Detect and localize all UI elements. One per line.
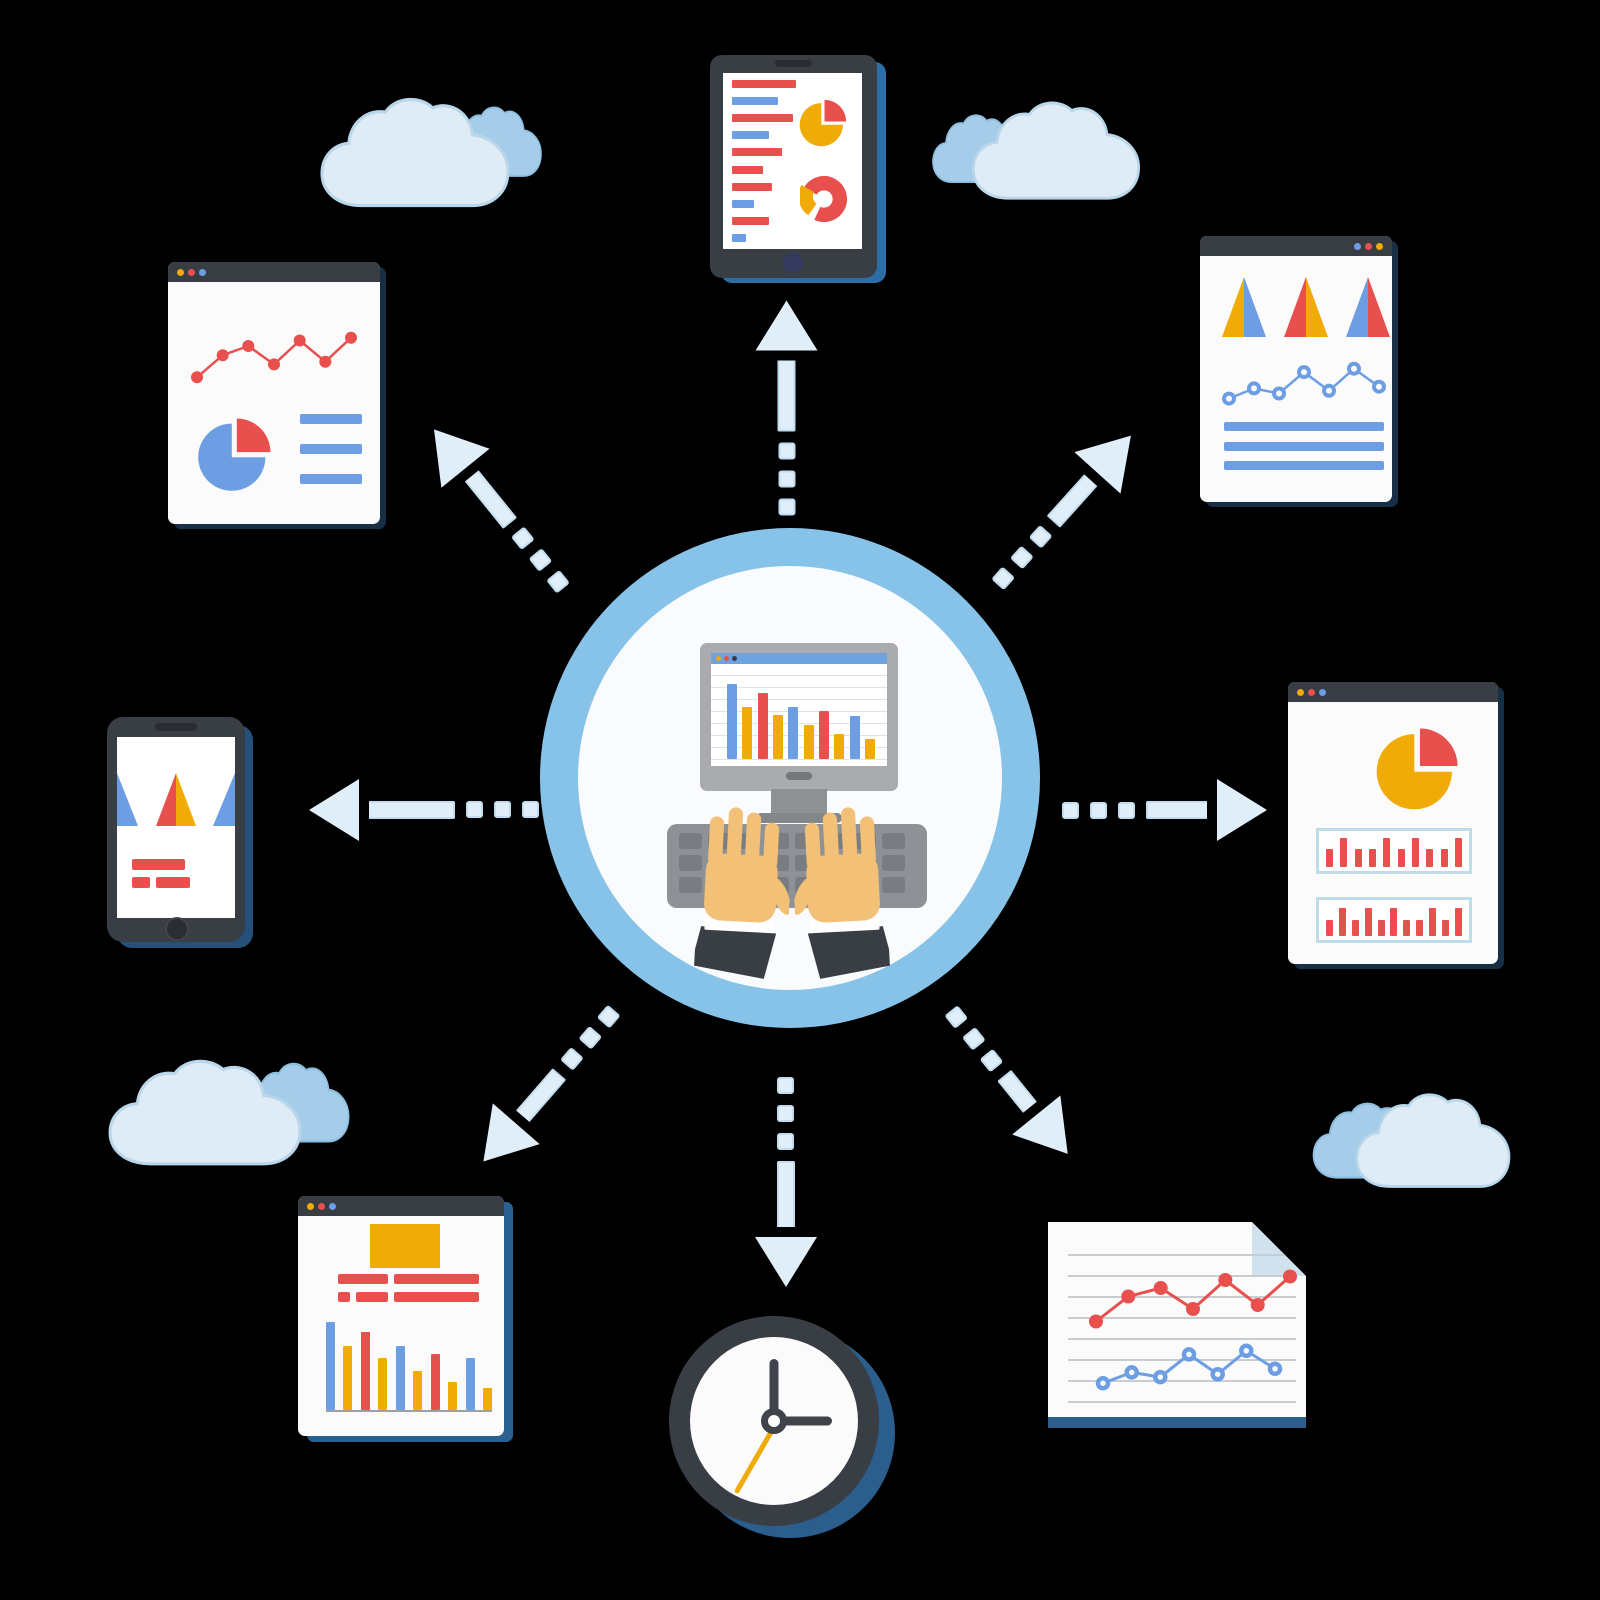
red-window-dot bbox=[318, 1202, 325, 1210]
tablet-pie-chart bbox=[797, 95, 851, 149]
monitor-chin-button bbox=[786, 772, 812, 780]
text-rows bbox=[338, 1274, 488, 1310]
tablet-home-button bbox=[783, 253, 803, 273]
tablet-hbar-chart bbox=[732, 80, 796, 242]
window-top-left bbox=[168, 262, 380, 524]
window-right bbox=[1288, 682, 1498, 964]
window-titlebar bbox=[298, 1196, 504, 1216]
tablet-device bbox=[710, 55, 877, 278]
image-placeholder bbox=[370, 1224, 440, 1268]
yellow-window-dot bbox=[1376, 242, 1383, 250]
arrow-up-left bbox=[409, 409, 588, 609]
phone-text-rows bbox=[132, 859, 208, 895]
phone-device bbox=[107, 717, 245, 942]
monitor-stand-neck bbox=[771, 789, 827, 816]
cloud-bottom-right-front bbox=[1355, 1093, 1511, 1188]
monitor-browser-bar bbox=[711, 653, 887, 664]
clock-face bbox=[690, 1337, 858, 1505]
monitor-bar-chart bbox=[727, 677, 875, 759]
second-hand bbox=[733, 1425, 777, 1495]
minute-hand bbox=[769, 1359, 779, 1421]
line-chart bbox=[188, 326, 360, 390]
phone-triangle-chart bbox=[117, 773, 235, 826]
desktop-monitor bbox=[700, 643, 898, 791]
cloud-bottom-left-front bbox=[108, 1059, 302, 1166]
clock-ring bbox=[669, 1316, 879, 1526]
red-line-chart bbox=[1086, 1264, 1300, 1334]
blue-line-chart bbox=[1094, 1340, 1284, 1394]
window-top-right bbox=[1200, 236, 1392, 502]
window-titlebar bbox=[168, 262, 380, 282]
right-hand bbox=[790, 804, 894, 981]
monitor-screen bbox=[711, 653, 887, 766]
arrow-down-left bbox=[459, 990, 639, 1183]
pie-chart bbox=[194, 411, 278, 495]
phone-home-button bbox=[165, 917, 189, 941]
yellow-window-dot bbox=[716, 656, 721, 661]
left-hand bbox=[690, 804, 795, 981]
text-lines bbox=[300, 414, 362, 484]
bar-chart bbox=[1326, 904, 1462, 936]
red-window-dot bbox=[188, 268, 195, 276]
report-document bbox=[1048, 1222, 1306, 1428]
phone-screen bbox=[117, 737, 235, 918]
bar-box-2 bbox=[1316, 897, 1472, 943]
bar-chart bbox=[1326, 835, 1462, 867]
cloud-top-left-front bbox=[320, 98, 510, 208]
window-titlebar bbox=[1288, 682, 1498, 702]
line-chart bbox=[1220, 358, 1388, 410]
monitor-stand-base bbox=[756, 813, 842, 823]
tablet-speaker bbox=[775, 60, 812, 67]
triangle-chart bbox=[1222, 277, 1390, 337]
pie-chart bbox=[1372, 720, 1466, 814]
red-window-dot bbox=[724, 656, 729, 661]
bar-chart bbox=[326, 1322, 492, 1412]
clock bbox=[669, 1316, 895, 1540]
yellow-window-dot bbox=[177, 268, 184, 276]
blue-window-dot bbox=[199, 268, 206, 276]
window-bottom-left bbox=[298, 1196, 504, 1436]
blue-window-dot bbox=[1354, 242, 1361, 250]
text-lines bbox=[1224, 422, 1384, 470]
arrow-left bbox=[309, 778, 539, 842]
yellow-window-dot bbox=[307, 1202, 314, 1210]
cloud-top-right-front bbox=[971, 101, 1141, 200]
clock-center-cap bbox=[761, 1408, 787, 1434]
bar-box-1 bbox=[1316, 828, 1472, 874]
arrow-right bbox=[1062, 778, 1267, 842]
tablet-donut-chart bbox=[798, 175, 848, 223]
arrow-down bbox=[754, 1077, 818, 1287]
blue-window-dot bbox=[329, 1202, 336, 1210]
window-titlebar bbox=[1200, 236, 1392, 256]
arrow-up bbox=[755, 300, 819, 516]
dark-window-dot bbox=[732, 656, 737, 661]
yellow-window-dot bbox=[1297, 688, 1304, 696]
phone-speaker bbox=[155, 723, 197, 731]
red-window-dot bbox=[1365, 242, 1372, 250]
arrow-up-right bbox=[973, 414, 1154, 605]
document-footer-bar bbox=[1048, 1417, 1306, 1428]
tablet-screen bbox=[723, 73, 862, 249]
red-window-dot bbox=[1308, 688, 1315, 696]
arrow-down-right bbox=[926, 990, 1092, 1174]
blue-window-dot bbox=[1319, 688, 1326, 696]
